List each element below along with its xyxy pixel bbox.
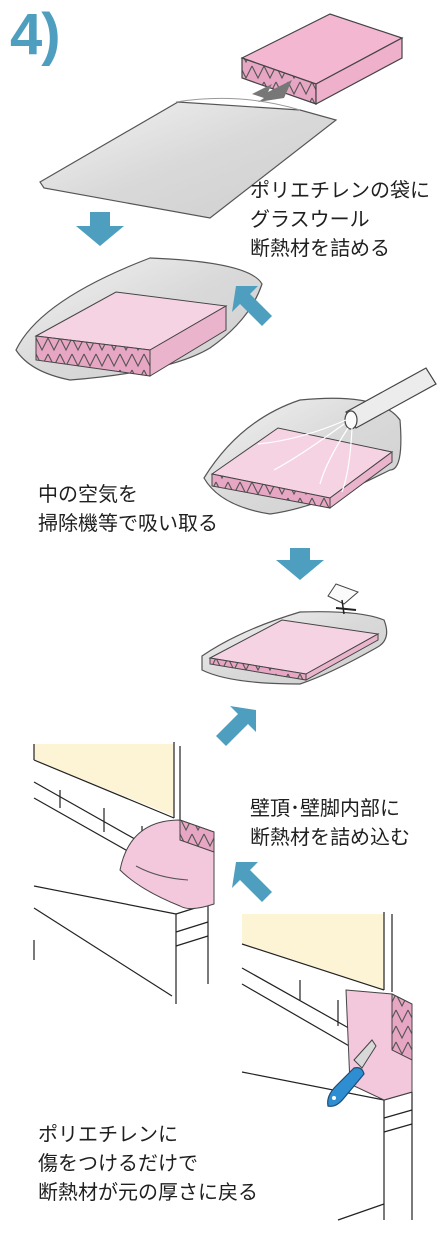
caption-line: 壁頂･壁脚内部に bbox=[250, 796, 400, 820]
arrow-diagonal-3 bbox=[232, 862, 272, 902]
insulation-in-wall bbox=[119, 819, 215, 910]
caption-fill-bag: ポリエチレンの袋に グラスウール 断熱材を詰める bbox=[250, 176, 430, 263]
caption-line: 断熱材が元の厚さに戻る bbox=[38, 1180, 258, 1204]
caption-line: ポリエチレンに bbox=[38, 1122, 178, 1146]
caption-vacuum: 中の空気を 掃除機等で吸い取る bbox=[38, 480, 218, 538]
arrow-diagonal-2 bbox=[216, 706, 256, 746]
vacuum-nozzle bbox=[257, 367, 437, 493]
empty-bag bbox=[39, 97, 338, 219]
filled-bag bbox=[15, 257, 263, 381]
caption-line: グラスウール bbox=[250, 207, 370, 231]
caption-insert: 壁頂･壁脚内部に 断熱材を詰め込む bbox=[250, 794, 410, 852]
caption-release: ポリエチレンに 傷をつけるだけで 断熱材が元の厚さに戻る bbox=[38, 1120, 258, 1207]
caption-line: 傷をつけるだけで bbox=[38, 1151, 198, 1175]
knife-icon bbox=[327, 1039, 377, 1107]
caption-line: 断熱材を詰め込む bbox=[250, 825, 410, 849]
insert-arrow bbox=[252, 80, 292, 102]
compressed-bag bbox=[201, 611, 388, 685]
caption-line: ポリエチレンの袋に bbox=[250, 178, 430, 202]
insulation-board-top bbox=[240, 13, 404, 106]
step-number: 4) bbox=[10, 2, 61, 67]
caption-line: 断熱材を詰める bbox=[250, 236, 390, 260]
bag-tie bbox=[327, 583, 359, 615]
arrow-diagonal-1 bbox=[232, 286, 272, 326]
caption-line: 中の空気を bbox=[38, 482, 138, 506]
arrow-down-1 bbox=[76, 212, 124, 246]
caption-line: 掃除機等で吸い取る bbox=[38, 511, 218, 535]
arrow-down-2 bbox=[276, 548, 324, 580]
vacuum-bag bbox=[203, 397, 402, 515]
